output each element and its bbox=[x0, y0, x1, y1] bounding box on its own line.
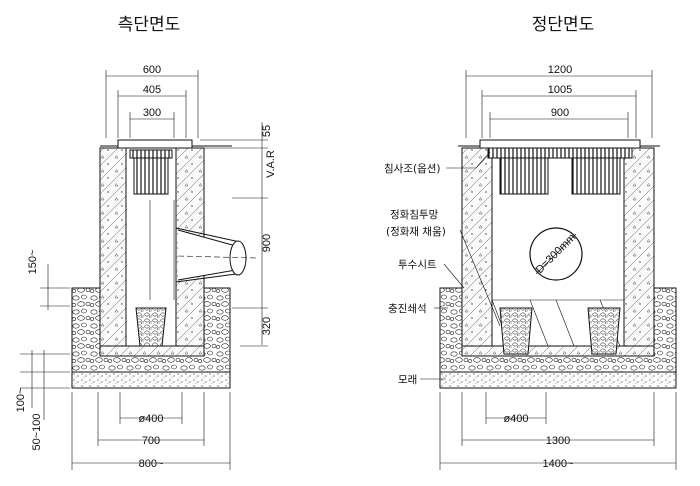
base-slab-front bbox=[461, 345, 655, 357]
sediment-basket-right bbox=[571, 157, 621, 195]
dim-50-100: 50~100 bbox=[31, 413, 43, 450]
dim-150: 150~ bbox=[27, 250, 39, 275]
dim-900-front: 900 bbox=[551, 107, 569, 119]
dim-400: ø400 bbox=[138, 413, 163, 425]
dim-55: 55 bbox=[261, 125, 273, 137]
left-wall bbox=[99, 147, 127, 355]
dim-1200: 1200 bbox=[548, 64, 572, 76]
dim-320: 320 bbox=[261, 317, 273, 335]
inlet-pipe bbox=[175, 227, 241, 283]
dim-600: 600 bbox=[143, 64, 161, 76]
infiltration-basket bbox=[135, 307, 167, 347]
dim-1300: 1300 bbox=[546, 435, 570, 447]
top-grate bbox=[117, 139, 193, 149]
side-section: 측단면도 600 405 bbox=[15, 15, 277, 470]
dim-405: 405 bbox=[143, 84, 161, 96]
base-slab bbox=[99, 345, 205, 357]
infiltration-basket-left bbox=[499, 307, 533, 355]
dim-400-front: ø400 bbox=[503, 413, 528, 425]
grate-bars-front bbox=[487, 147, 633, 159]
label-filter-2: (정화재 채움) bbox=[386, 226, 446, 238]
label-sand: 모래 bbox=[398, 374, 417, 386]
top-grate-front bbox=[479, 139, 641, 149]
dim-900: 900 bbox=[261, 234, 273, 252]
label-sediment: 침사조(옵션) bbox=[384, 163, 441, 175]
dim-1400: 1400~ bbox=[543, 458, 574, 470]
label-sheet: 투수시트 bbox=[398, 259, 437, 271]
sediment-basket bbox=[133, 157, 169, 195]
dim-300: 300 bbox=[143, 107, 161, 119]
sediment-basket-left bbox=[499, 157, 549, 195]
left-wall-front bbox=[461, 147, 493, 355]
dim-100: 100~ bbox=[15, 388, 27, 413]
front-section-title: 정단면도 bbox=[532, 15, 595, 35]
dim-700: 700 bbox=[142, 435, 160, 447]
grate-bars bbox=[129, 149, 173, 159]
label-filter-1: 정화침투망 bbox=[390, 209, 439, 221]
label-gravel: 충진쇄석 bbox=[388, 303, 427, 315]
side-section-title: 측단면도 bbox=[118, 15, 181, 35]
dim-var: V.A.R bbox=[265, 150, 277, 178]
right-wall-front bbox=[623, 147, 655, 355]
dim-800: 800~ bbox=[139, 458, 164, 470]
dim-1005: 1005 bbox=[548, 84, 572, 96]
sand-layer bbox=[71, 371, 231, 389]
front-section: 정단면도 D=300mm 침사조(옵션) 정화침투망 (정화재 채움) bbox=[384, 15, 677, 470]
infiltration-basket-right bbox=[587, 307, 621, 355]
sand-layer-front bbox=[439, 371, 677, 389]
